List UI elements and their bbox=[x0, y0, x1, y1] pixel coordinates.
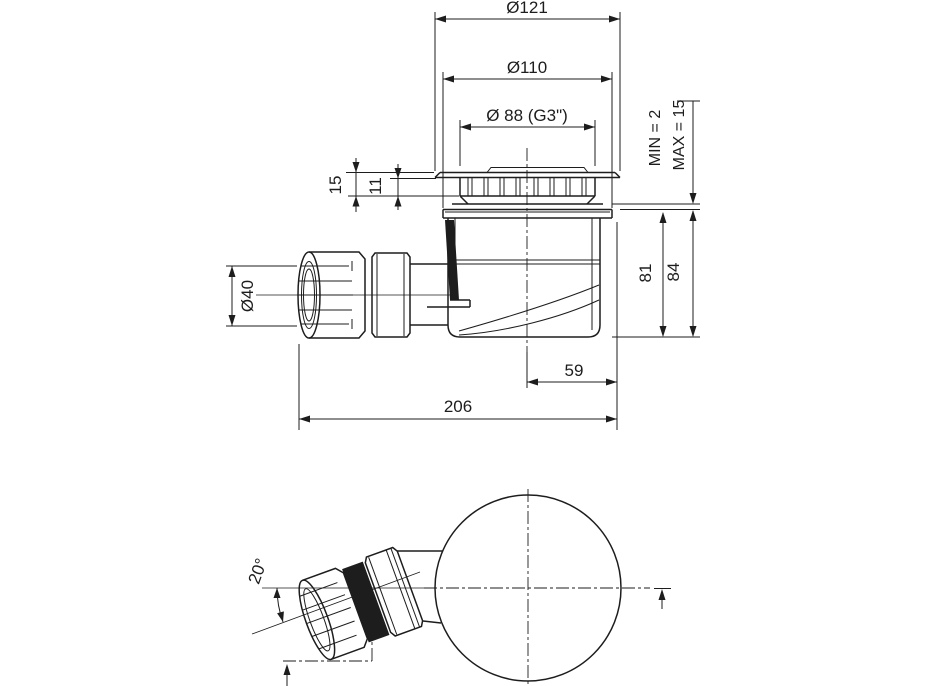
view-arrow-right bbox=[654, 588, 671, 609]
dim-outlet-offset: 59 bbox=[526, 222, 618, 430]
dim-label-total-height: 84 bbox=[664, 263, 683, 282]
dim-label-outlet-angle: 20° bbox=[245, 556, 272, 587]
dim-label-flange-mid: Ø110 bbox=[507, 58, 547, 77]
dim-cap-heights: 15 11 bbox=[326, 158, 459, 212]
dim-outlet-angle: 20° bbox=[245, 556, 421, 635]
dim-flange-mid: Ø110 bbox=[442, 58, 613, 208]
side-view: Ø121 Ø110 Ø 88 (G3") bbox=[226, 0, 700, 430]
dim-outlet-diameter: Ø40 bbox=[226, 265, 297, 327]
dim-label-outlet-diameter: Ø40 bbox=[238, 280, 257, 312]
thread-ring bbox=[452, 177, 603, 205]
outlet-side bbox=[256, 251, 452, 339]
dim-thread: Ø 88 (G3") bbox=[459, 106, 596, 166]
dim-label-cap-height: 15 bbox=[326, 176, 345, 195]
dim-total-length: 206 bbox=[298, 344, 617, 430]
dim-label-clearance-min: MIN = 2 bbox=[647, 110, 664, 167]
dim-label-clearance-max: MAX = 15 bbox=[671, 100, 688, 171]
flange-bottom-plate bbox=[442, 208, 613, 219]
dim-label-total-length: 206 bbox=[444, 397, 472, 416]
outlet-angled bbox=[298, 546, 424, 661]
dim-clearance: MIN = 2 MAX = 15 bbox=[612, 100, 700, 210]
bottom-view: 20° bbox=[245, 489, 671, 686]
dim-label-body-height: 81 bbox=[636, 264, 655, 283]
dim-label-outlet-offset: 59 bbox=[565, 361, 584, 380]
trap-body bbox=[427, 218, 601, 338]
dim-label-flange-outer: Ø121 bbox=[506, 0, 548, 17]
outlet-neck bbox=[397, 550, 443, 624]
view-arrow-left bbox=[283, 664, 291, 686]
dim-flange-outer: Ø121 bbox=[434, 0, 621, 171]
flange-top-plate bbox=[434, 167, 621, 179]
body-knurl-band bbox=[445, 220, 459, 300]
outlet-knurl-band bbox=[342, 561, 390, 643]
dim-label-ring-height: 11 bbox=[366, 177, 385, 195]
dim-heights: 81 84 bbox=[612, 210, 700, 338]
dim-label-thread: Ø 88 (G3") bbox=[486, 106, 568, 125]
